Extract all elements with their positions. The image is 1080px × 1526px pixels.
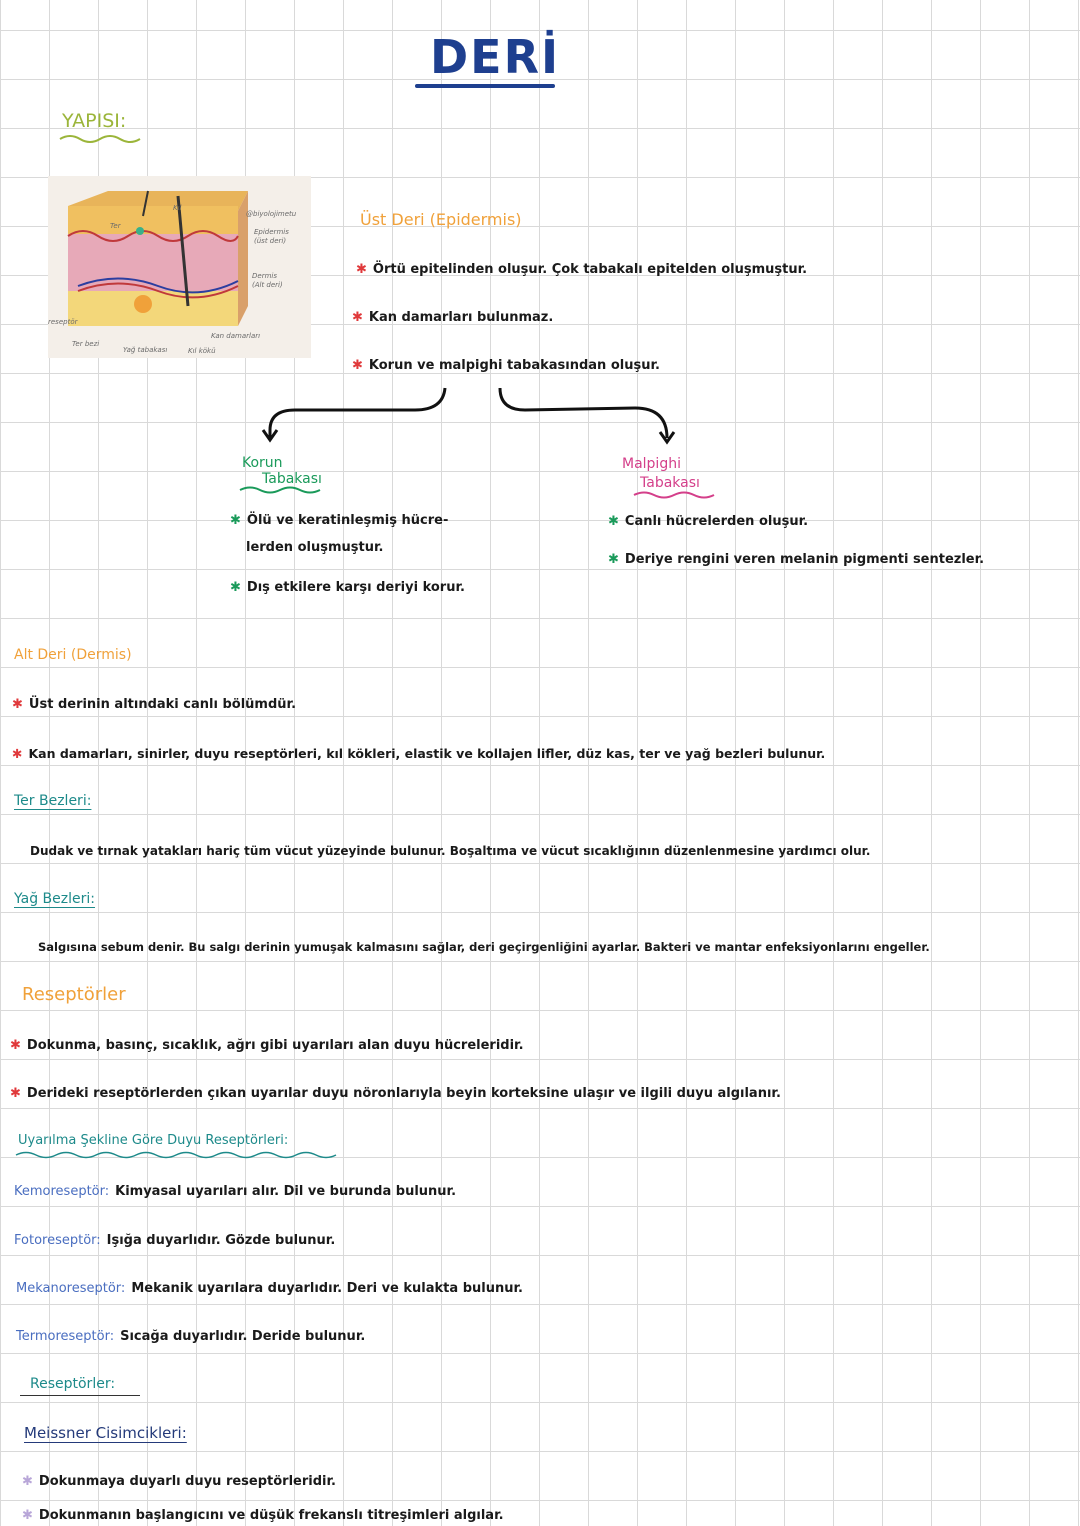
star-icon: ✱ — [12, 697, 23, 712]
reseptorler2-heading: Reseptörler: — [30, 1376, 116, 1392]
diagram-label-kan-damarlari: Kan damarları — [211, 332, 261, 340]
malpighi-underline — [633, 491, 715, 499]
uyarilma-underline — [15, 1151, 337, 1159]
star-icon: ✱ — [22, 1508, 33, 1523]
star-icon: ✱ — [608, 514, 619, 529]
epidermis-item-1-text: Örtü epitelinden oluşur. Çok tabakalı ep… — [372, 262, 808, 277]
structure-underline — [59, 135, 141, 143]
star-icon: ✱ — [12, 746, 23, 761]
meissner-item-1: ✱ Dokunmaya duyarlı duyu reseptörleridir. — [22, 1474, 336, 1489]
diagram-label-reseptor: reseptör — [48, 318, 78, 326]
dermis-item-1-text: Üst derinin altındaki canlı bölümdür. — [28, 697, 297, 712]
korun-underline — [239, 486, 321, 494]
star-icon: ✱ — [352, 358, 363, 373]
epidermis-item-3-text: Korun ve malpighi tabakasından oluşur. — [368, 358, 660, 373]
dermis-item-1: ✱ Üst derinin altındaki canlı bölümdür. — [12, 697, 296, 712]
star-icon: ✱ — [22, 1474, 33, 1489]
yag-bezleri-heading: Yağ Bezleri: — [14, 891, 95, 907]
korun-item-1-text: Ölü ve keratinleşmiş hücre- — [246, 513, 449, 528]
diagram-label-yag-tabakasi: Yağ tabakası — [123, 346, 168, 354]
fotoreseptor-desc: Işığa duyarlıdır. Gözde bulunur. — [106, 1233, 336, 1248]
dermis-item-2: ✱ Kan damarları, sinirler, duyu reseptörl… — [12, 746, 825, 761]
dermis-heading: Alt Deri (Dermis) — [14, 647, 132, 663]
star-icon: ✱ — [230, 513, 241, 528]
diagram-label-epidermis: Epidermis — [254, 228, 289, 236]
star-icon: ✱ — [230, 580, 241, 595]
yag-bezleri-text: Salgısına sebum denir. Bu salgı derinin … — [38, 940, 930, 954]
malpighi-item-2: ✱ Deriye rengini veren melanin pigmenti s… — [608, 552, 984, 567]
star-icon: ✱ — [10, 1086, 21, 1101]
meissner-item-1-text: Dokunmaya duyarlı duyu reseptörleridir. — [38, 1474, 336, 1489]
malpighi-item-2-text: Deriye rengini veren melanin pigmenti se… — [624, 552, 985, 567]
korun-item-2-text: Dış etkilere karşı deriyi korur. — [246, 580, 465, 595]
epidermis-item-3: ✱ Korun ve malpighi tabakasından oluşur. — [352, 358, 660, 373]
diagram-label-ter: Ter — [110, 222, 121, 230]
diagram-label-alt-deri: (Alt deri) — [252, 281, 283, 289]
kemoreseptor-desc: Kimyasal uyarıları alır. Dil ve burunda … — [115, 1184, 457, 1199]
skin-diagram-illustration — [67, 190, 248, 326]
star-icon: ✱ — [356, 262, 367, 277]
diagram-label-kil-koku: Kıl kökü — [188, 347, 216, 355]
fotoreseptor-row: Fotoreseptör: Işığa duyarlıdır. Gözde bul… — [14, 1233, 335, 1248]
meissner-item-2-text: Dokunmanın başlangıcını ve düşük frekans… — [38, 1508, 504, 1523]
korun-item-1-cont: lerden oluşmuştur. — [246, 540, 384, 555]
termoreseptor-desc: Sıcağa duyarlıdır. Deride bulunur. — [120, 1329, 366, 1344]
diagram-label-handle: @biyolojimetu — [246, 210, 297, 218]
star-icon: ✱ — [352, 310, 363, 325]
ter-bezleri-text: Dudak ve tırnak yatakları hariç tüm vücu… — [30, 844, 871, 858]
epidermis-item-2-text: Kan damarları bulunmaz. — [368, 310, 554, 325]
reseptorler-item-2-text: Derideki reseptörlerden çıkan uyarılar d… — [26, 1086, 781, 1101]
structure-heading: YAPISI: — [62, 110, 127, 132]
meissner-item-2: ✱ Dokunmanın başlangıcını ve düşük frekan… — [22, 1508, 504, 1523]
malpighi-item-1: ✱ Canlı hücrelerden oluşur. — [608, 514, 808, 529]
kemoreseptor-row: Kemoreseptör: Kimyasal uyarıları alır. Di… — [14, 1184, 456, 1199]
korun-item-1: ✱ Ölü ve keratinleşmiş hücre- — [230, 513, 448, 528]
star-icon: ✱ — [10, 1038, 21, 1053]
fotoreseptor-term: Fotoreseptör: — [14, 1233, 101, 1248]
diagram-label-ust-deri: (üst deri) — [254, 237, 287, 245]
reseptorler-heading: Reseptörler — [22, 984, 126, 1005]
malpighi-heading-1: Malpighi — [622, 456, 681, 472]
malpighi-heading-2: Tabakası — [640, 475, 700, 491]
mekanoreseptor-row: Mekanoreseptör: Mekanik uyarılara duyarlı… — [16, 1281, 523, 1296]
korun-heading-1: Korun — [242, 455, 283, 471]
epidermis-item-2: ✱ Kan damarları bulunmaz. — [352, 310, 553, 325]
korun-item-2: ✱ Dış etkilere karşı deriyi korur. — [230, 580, 465, 595]
reseptorler-item-2: ✱ Derideki reseptörlerden çıkan uyarılar … — [10, 1086, 781, 1101]
termoreseptor-term: Termoreseptör: — [16, 1329, 115, 1344]
ter-bezleri-heading: Ter Bezleri: — [14, 793, 92, 809]
star-icon: ✱ — [608, 552, 619, 567]
korun-heading-2: Tabakası — [262, 471, 322, 487]
dermis-item-2-text: Kan damarları, sinirler, duyu reseptörle… — [28, 746, 826, 761]
meissner-heading: Meissner Cisimcikleri: — [24, 1424, 187, 1442]
diagram-label-dermis: Dermis — [252, 272, 277, 280]
epidermis-item-1: ✱ Örtü epitelinden oluşur. Çok tabakalı e… — [356, 262, 807, 277]
kemoreseptor-term: Kemoreseptör: — [14, 1184, 110, 1199]
diagram-label-kil: Kıl — [173, 204, 182, 212]
uyarilma-heading: Uyarılma Şekline Göre Duyu Reseptörleri: — [18, 1133, 289, 1148]
epidermis-heading: Üst Deri (Epidermis) — [360, 210, 522, 229]
reseptorler-item-1: ✱ Dokunma, basınç, sıcaklık, ağrı gibi uy… — [10, 1038, 524, 1053]
branch-arrows — [261, 387, 676, 445]
page-title: DERİ — [430, 30, 561, 84]
diagram-label-ter-bezi: Ter bezi — [72, 340, 100, 348]
skin-diagram: @biyolojimetu Kıl Ter Epidermis (üst der… — [48, 176, 311, 358]
mekanoreseptor-term: Mekanoreseptör: — [16, 1281, 126, 1296]
reseptorler2-underline — [20, 1395, 140, 1396]
reseptorler-item-1-text: Dokunma, basınç, sıcaklık, ağrı gibi uya… — [26, 1038, 524, 1053]
malpighi-item-1-text: Canlı hücrelerden oluşur. — [624, 514, 809, 529]
mekanoreseptor-desc: Mekanik uyarılara duyarlıdır. Deri ve ku… — [131, 1281, 523, 1296]
title-underline — [415, 84, 555, 88]
termoreseptor-row: Termoreseptör: Sıcağa duyarlıdır. Deride … — [16, 1329, 365, 1344]
